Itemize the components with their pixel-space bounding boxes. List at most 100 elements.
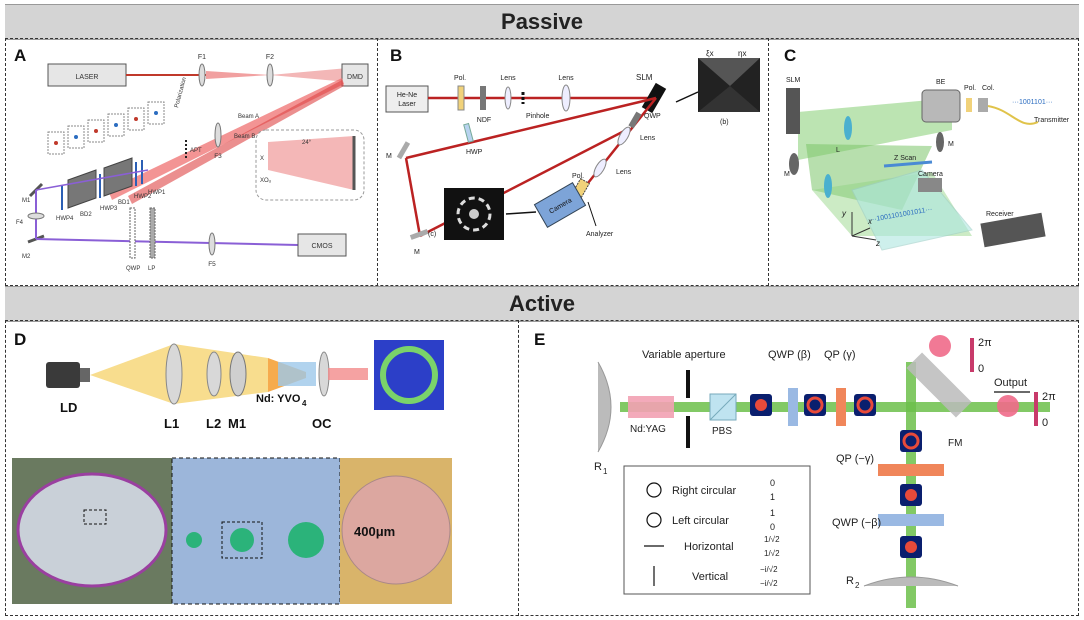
legend-row-right: Right circular 0 1: [646, 478, 775, 502]
scale-label: 400μm: [354, 524, 395, 539]
mirror-m1: [396, 141, 411, 160]
polarization-states: [47, 101, 165, 155]
ndyag-label: Nd:YAG: [630, 424, 666, 435]
laser-diode: [46, 362, 80, 388]
output-coupler: [318, 351, 330, 397]
hene-label-1: He-Ne: [397, 92, 417, 99]
inset-x: X: [260, 156, 264, 162]
slm-label: SLM: [636, 73, 653, 82]
legend-vec-bot: −i/√2: [760, 579, 778, 588]
panel-label-e: E: [534, 330, 546, 349]
dmd-box: [341, 63, 369, 87]
legend-row-left: Left circular 1 0: [646, 508, 775, 532]
ndf-label: NDF: [477, 117, 491, 124]
two-pi-top: 2π: [978, 337, 992, 349]
phase-bar-top: [970, 338, 974, 372]
legend-vec-top: 1/√2: [764, 535, 780, 544]
legend-label: Right circular: [672, 485, 737, 497]
panel-label-a: A: [14, 46, 27, 65]
qwp-neg-plate: [878, 514, 944, 526]
transmitter-label: Transmitter: [1034, 117, 1070, 124]
mode-ring-4: [902, 432, 920, 450]
qp-neg-label: QP (−γ): [836, 453, 874, 465]
zero-top: 0: [978, 363, 984, 375]
l1-label: L1: [164, 416, 179, 431]
analyzer-pointer: [587, 201, 597, 227]
qp-neg-plate: [878, 464, 944, 476]
active-divider: [518, 320, 519, 616]
collimator: [978, 98, 988, 112]
lens-f5: [208, 232, 216, 256]
qwp-plate: [788, 388, 798, 426]
section-header-active: Active: [5, 286, 1079, 322]
panel-label-d: D: [14, 330, 27, 349]
inset-c-label: (c): [428, 231, 436, 238]
m2-label: M: [784, 171, 790, 178]
camera-c-label: Camera: [918, 171, 943, 178]
axis-z-label: z: [875, 239, 880, 248]
bits-top: ···1001101···: [1012, 99, 1053, 106]
variable-aperture-label: Variable aperture: [642, 349, 726, 361]
analyzer-label: Analyzer: [586, 231, 614, 238]
f1-label: F1: [198, 54, 206, 61]
two-pi-right: 2π: [1042, 391, 1056, 403]
r2-label: R: [846, 575, 854, 587]
cmos-label: CMOS: [312, 243, 333, 250]
m1-label: M: [386, 153, 392, 160]
beam-a-label: Beam A: [238, 114, 259, 120]
passive-frame: [5, 38, 1079, 286]
cmos-box: [297, 233, 347, 257]
zoom-box-2: [221, 521, 263, 559]
lens-f3: [214, 122, 222, 148]
panel-d-diagram: LD L1 L2 M1 Nd: YVO 4 OC 400μm: [12, 340, 452, 605]
inset-b-label: (b): [720, 119, 729, 126]
lens-4: [593, 158, 607, 178]
beam-a: [108, 78, 344, 200]
zscan-label: Z Scan: [894, 155, 916, 162]
panel-a-diagram: LASER F1 F2 DMD F3 Beam A Beam B APT Pol…: [16, 54, 369, 272]
crystal-sub: 4: [302, 399, 307, 408]
output-beam: [328, 368, 368, 380]
pol2-label: Pol.: [572, 173, 584, 180]
legend-row-horizontal: Horizontal 1/√2 1/√2: [644, 535, 780, 558]
lp-label: LP: [148, 266, 155, 272]
pinhole-label: Pinhole: [526, 113, 549, 120]
beam-purple-diag: [35, 169, 149, 191]
qp-g-label: QP (γ): [824, 349, 856, 361]
zero-right: 0: [1042, 417, 1048, 429]
mode-spot-6: [905, 541, 917, 553]
beam-b-label: Beam B: [234, 134, 255, 140]
passive-dividers: [377, 38, 769, 286]
lens-2: [561, 84, 571, 112]
axis-x: [851, 227, 871, 237]
pol-c-label: Pol.: [964, 85, 976, 92]
spot-medium: [230, 528, 254, 552]
hene-label-2: Laser: [398, 101, 416, 108]
mode-ring-3: [856, 396, 874, 414]
fiber: [987, 105, 1039, 125]
scan-volume: [851, 169, 973, 251]
red-beam-return: [405, 96, 657, 160]
mode-ring-2: [806, 396, 824, 414]
panel-b-diagram: He-Ne Laser Pol. NDF Lens Pinhole Lens S…: [385, 49, 760, 256]
legend-label: Left circular: [672, 515, 729, 527]
panel-e-diagram: R 1 Nd:YAG Variable aperture PBS QWP (β)…: [594, 335, 1056, 608]
inset-angle: 24°: [302, 140, 312, 146]
legend-vec-top: −i/√2: [760, 565, 778, 574]
legend-label: Horizontal: [684, 541, 734, 553]
qwp-plate: [129, 207, 136, 259]
f5-label: F5: [208, 261, 216, 268]
mirror-m-right: [936, 132, 944, 152]
eta-label: ηx: [738, 49, 746, 58]
phase-bar-right: [1034, 392, 1038, 426]
lens3-label: Lens: [640, 135, 656, 142]
right-circular-icon: [646, 482, 662, 498]
axis-z: [851, 235, 877, 241]
pbs-label: PBS: [712, 426, 732, 437]
beam-cone: [206, 71, 270, 79]
legend-vec-top: 1: [770, 508, 775, 518]
panel-label-b: B: [390, 46, 403, 65]
l-label: L: [836, 147, 840, 154]
bd1: [103, 157, 133, 197]
slm-label: SLM: [786, 77, 801, 84]
